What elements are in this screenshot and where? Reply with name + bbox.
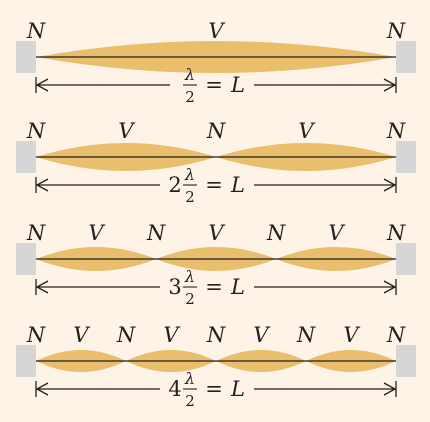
node-label: N bbox=[206, 323, 226, 347]
antinode-label: V bbox=[328, 221, 345, 245]
left-clamp bbox=[16, 141, 36, 173]
node-label: N bbox=[296, 323, 316, 347]
node-label: N bbox=[26, 119, 46, 143]
length-symbol: L bbox=[230, 173, 245, 197]
length-symbol: L bbox=[230, 377, 245, 401]
arrowhead-left bbox=[35, 78, 49, 92]
left-clamp bbox=[16, 243, 36, 275]
arrowhead-right bbox=[383, 280, 397, 294]
node-label: N bbox=[266, 221, 286, 245]
harmonic-multiplier: 2 bbox=[168, 173, 181, 197]
node-label: N bbox=[386, 19, 406, 43]
length-symbol: L bbox=[230, 275, 245, 299]
antinode-label: V bbox=[73, 323, 90, 347]
equals-sign: = bbox=[205, 275, 223, 299]
antinode-label: V bbox=[208, 221, 225, 245]
harmonic-multiplier: 3 bbox=[168, 275, 181, 299]
fraction-denominator: 2 bbox=[185, 290, 195, 308]
right-clamp bbox=[396, 243, 416, 275]
fraction-numerator: λ bbox=[184, 65, 195, 84]
harmonic-multiplier: 4 bbox=[168, 377, 181, 401]
right-clamp bbox=[396, 345, 416, 377]
arrowhead-right bbox=[383, 382, 397, 396]
arrowhead-left bbox=[35, 280, 49, 294]
node-label: N bbox=[26, 323, 46, 347]
left-clamp bbox=[16, 345, 36, 377]
antinode-label: V bbox=[208, 19, 225, 43]
fraction-denominator: 2 bbox=[185, 188, 195, 206]
fraction-numerator: λ bbox=[184, 165, 195, 184]
antinode-label: V bbox=[253, 323, 270, 347]
arrowhead-left bbox=[35, 178, 49, 192]
fraction-numerator: λ bbox=[184, 267, 195, 286]
node-label: N bbox=[386, 221, 406, 245]
mode-row-1: N V Nλ 2 = L bbox=[16, 19, 416, 106]
node-label: N bbox=[146, 221, 166, 245]
left-clamp bbox=[16, 41, 36, 73]
antinode-label: V bbox=[343, 323, 360, 347]
arrowhead-right bbox=[383, 178, 397, 192]
node-label: N bbox=[206, 119, 226, 143]
right-clamp bbox=[396, 141, 416, 173]
node-label: N bbox=[26, 19, 46, 43]
equals-sign: = bbox=[205, 73, 223, 97]
length-equation: λ 2 = L bbox=[183, 65, 245, 106]
node-label: N bbox=[116, 323, 136, 347]
fraction-numerator: λ bbox=[184, 369, 195, 388]
arrowhead-right bbox=[383, 78, 397, 92]
right-clamp bbox=[396, 41, 416, 73]
fraction-denominator: 2 bbox=[185, 88, 195, 106]
fraction-denominator: 2 bbox=[185, 392, 195, 410]
node-label: N bbox=[386, 323, 406, 347]
node-label: N bbox=[26, 221, 46, 245]
equals-sign: = bbox=[205, 173, 223, 197]
antinode-label: V bbox=[88, 221, 105, 245]
antinode-label: V bbox=[118, 119, 135, 143]
antinode-label: V bbox=[298, 119, 315, 143]
length-symbol: L bbox=[230, 73, 245, 97]
antinode-label: V bbox=[163, 323, 180, 347]
arrowhead-left bbox=[35, 382, 49, 396]
node-label: N bbox=[386, 119, 406, 143]
equals-sign: = bbox=[205, 377, 223, 401]
